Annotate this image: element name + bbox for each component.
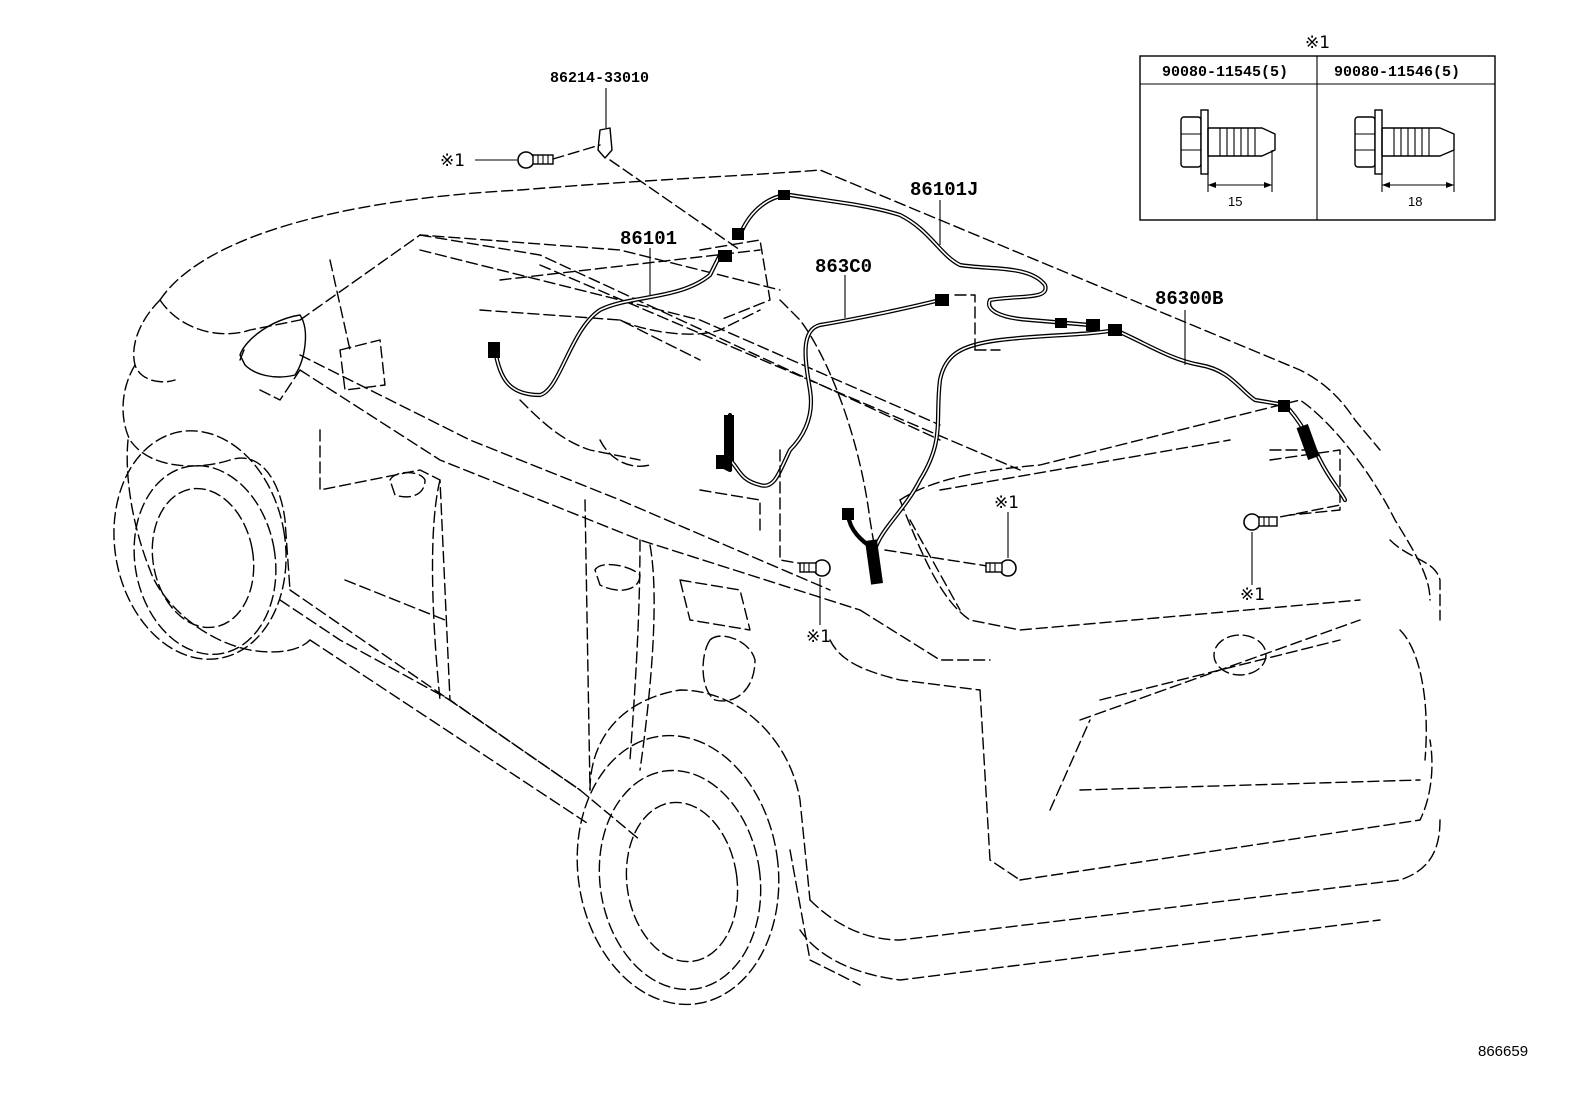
legend-col1-part: 90080-11545(5) [1162, 64, 1288, 81]
vehicle-outline [113, 169, 1441, 1006]
connector-guides [609, 159, 1341, 569]
part-label-86101: 86101 [620, 228, 677, 250]
legend-col1-dim: 15 [1228, 194, 1242, 209]
legend-col2-part: 90080-11546(5) [1334, 64, 1460, 81]
fastener-legend-table: ※1 90080-11545(5) 90080-11546(5) 15 [1139, 33, 1496, 221]
callout-mark-rear-right: ※1 [1240, 585, 1265, 605]
part-label-86214-33010: 86214-33010 [550, 70, 649, 87]
bolt-rear-mid [985, 512, 1017, 577]
harness-86101 [488, 250, 732, 398]
callout-mark-rear-mid: ※1 [994, 493, 1019, 513]
leader-lines [649, 200, 1186, 365]
harness-863C0 [716, 294, 949, 488]
bolt-center [799, 559, 831, 625]
bracket-86214 [597, 88, 613, 159]
bolt-11546-icon [1354, 109, 1455, 192]
legend-heading: ※1 [1305, 33, 1330, 53]
harness-86300B [842, 324, 1348, 585]
harness-86101J [732, 190, 1100, 331]
legend-col2-dim: 18 [1408, 194, 1422, 209]
part-label-86101J: 86101J [910, 179, 978, 201]
callout-mark-top-left: ※1 [440, 151, 465, 171]
figure-number: 866659 [1478, 1043, 1528, 1060]
bolt-top-left [475, 144, 601, 169]
callout-mark-center: ※1 [806, 627, 831, 647]
part-label-863C0: 863C0 [815, 256, 872, 278]
part-label-86300B: 86300B [1155, 288, 1223, 310]
bolt-11545-icon [1180, 109, 1276, 192]
bolt-rear-right [1243, 513, 1278, 585]
